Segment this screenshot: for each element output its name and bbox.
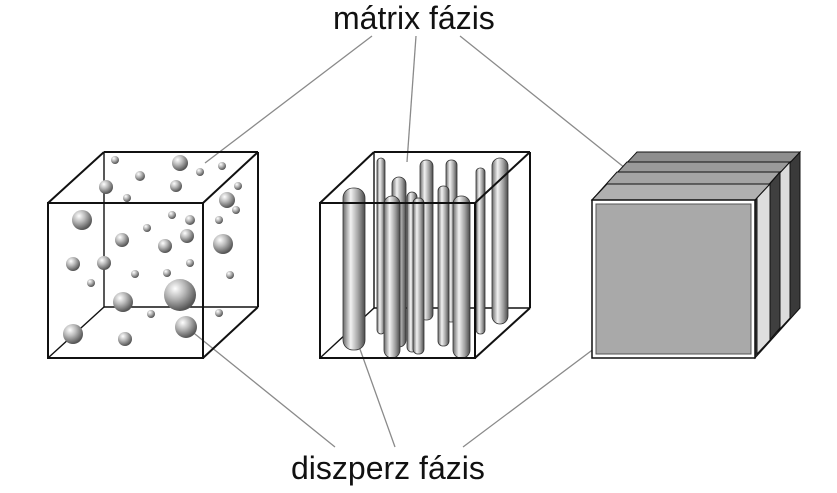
particle-sphere xyxy=(170,180,182,192)
particle-sphere xyxy=(135,171,145,181)
fiber-cylinder xyxy=(412,197,425,355)
particle-sphere xyxy=(215,216,223,224)
particle-sphere xyxy=(213,234,233,254)
particle-sphere xyxy=(175,316,197,338)
particle-sphere xyxy=(180,229,194,243)
fiber-cube xyxy=(319,151,531,359)
particle-sphere xyxy=(63,324,83,344)
particle-sphere xyxy=(111,156,119,164)
particle-sphere xyxy=(164,279,196,311)
particle-sphere xyxy=(123,194,131,202)
leader-dispersed-fiber xyxy=(355,337,396,448)
fiber-cylinder xyxy=(383,195,401,359)
particle-sphere xyxy=(218,162,226,170)
particle-sphere xyxy=(118,332,132,346)
fiber-cylinder xyxy=(342,187,366,351)
particle-sphere xyxy=(115,233,129,247)
leader-matrix-fiber xyxy=(406,35,417,163)
fiber-cylinders xyxy=(342,157,509,359)
particle-sphere xyxy=(66,257,80,271)
leader-dispersed-laminate xyxy=(462,332,616,448)
leader-matrix-particle xyxy=(204,35,373,164)
fiber-cylinder xyxy=(491,157,509,325)
particle-sphere xyxy=(219,192,235,208)
leader-lines xyxy=(189,35,631,448)
particle-sphere xyxy=(168,211,176,219)
particle-sphere xyxy=(172,155,188,171)
laminate-plate xyxy=(590,182,772,356)
particle-sphere xyxy=(72,210,92,230)
particle-sphere xyxy=(143,224,151,232)
particle-cube xyxy=(47,151,259,359)
particle-sphere xyxy=(186,259,194,267)
particle-spheres xyxy=(63,155,242,346)
fiber-cube-front-edges xyxy=(319,151,531,359)
particle-sphere xyxy=(185,215,195,225)
matrix-phase-label: mátrix fázis xyxy=(333,0,495,36)
particle-sphere xyxy=(87,279,95,287)
particle-sphere xyxy=(215,309,223,317)
particle-sphere xyxy=(147,310,155,318)
particle-sphere xyxy=(113,292,133,312)
fiber-cylinder xyxy=(437,185,450,347)
particle-sphere xyxy=(196,168,204,176)
fiber-cylinder xyxy=(452,195,471,359)
particle-sphere xyxy=(131,270,139,278)
particle-sphere xyxy=(97,256,111,270)
particle-sphere xyxy=(232,206,240,214)
particle-sphere xyxy=(99,180,113,194)
particle-cube-front-edges xyxy=(47,151,259,359)
particle-sphere xyxy=(163,269,171,277)
particle-sphere xyxy=(226,271,234,279)
dispersed-phase-label: diszperz fázis xyxy=(291,450,485,486)
laminate-stack xyxy=(590,150,802,360)
leader-dispersed-particle xyxy=(189,329,336,448)
fiber-cylinder xyxy=(475,167,486,335)
laminate-front-plate xyxy=(591,199,756,359)
particle-sphere xyxy=(234,182,242,190)
particle-sphere xyxy=(158,239,172,253)
leader-matrix-laminate xyxy=(459,35,631,173)
